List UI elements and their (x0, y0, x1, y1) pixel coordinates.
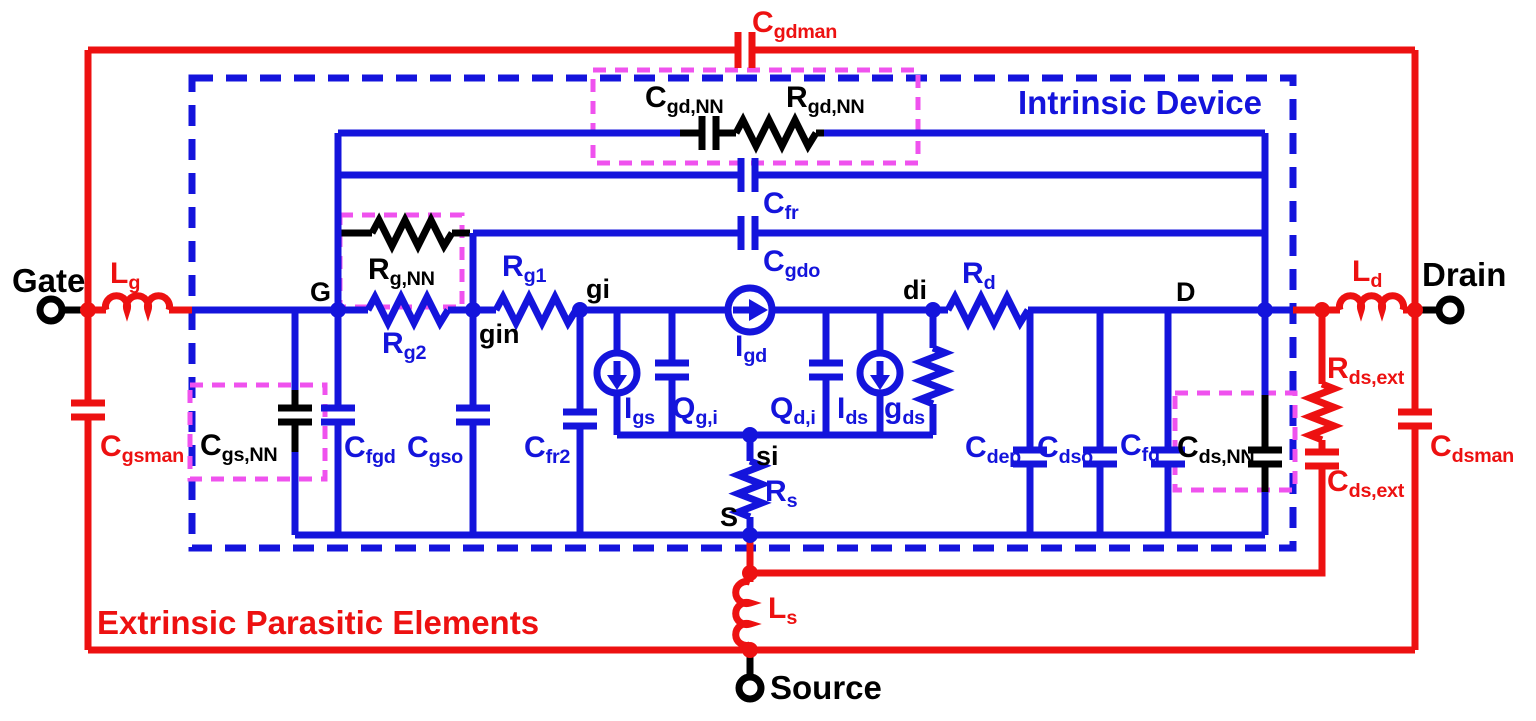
nn-network-elements (62, 116, 1439, 677)
source-terminal-port (735, 673, 765, 703)
label-cdsnn: Cds,NN (1177, 431, 1255, 468)
node-label-di: di (903, 275, 927, 305)
capacitor-qgi-symbol (655, 359, 689, 381)
label-ids: Ids (837, 392, 868, 429)
label-cdso: Cdso (1037, 431, 1093, 468)
resistor-rgnn-symbol (372, 220, 452, 246)
extrinsic-junction-dots (80, 302, 1423, 658)
capacitor-cdsman-symbol (1398, 408, 1432, 430)
node-d-dot (1257, 302, 1273, 318)
resistor-rgdnn-symbol (736, 120, 816, 146)
label-ls: Ls (768, 592, 798, 629)
nn-box-cgs (187, 382, 328, 482)
label-qdi: Qd,i (770, 392, 816, 429)
ls-bottom-junction-dot (742, 642, 758, 658)
node-label-si: si (756, 441, 779, 471)
label-cfgd: Cfgd (344, 431, 396, 468)
node-label-gi: gi (586, 274, 610, 304)
label-rgdnn: Rgd,NN (786, 81, 865, 118)
label-igs: Igs (624, 392, 655, 429)
label-ld: Ld (1352, 255, 1383, 292)
capacitor-cgsnn-symbol (278, 404, 312, 426)
capacitor-cdso-symbol (1083, 446, 1117, 468)
label-igd: Igd (735, 330, 767, 367)
terminal-label-drain: Drain (1422, 256, 1507, 293)
current-source-arrows (607, 299, 890, 390)
node-gi-dot (572, 302, 588, 318)
drain-junction-dot (1407, 302, 1423, 318)
capacitor-cdsnn-symbol (1248, 446, 1282, 468)
ids-arrow-head (870, 375, 890, 390)
label-rg2: Rg2 (382, 327, 427, 364)
node-s-dot (742, 527, 758, 543)
capacitor-cfgd-symbol (321, 404, 355, 426)
region-title-intrinsic: Intrinsic Device (1018, 84, 1262, 121)
resistor-rg2-symbol (368, 297, 448, 323)
label-gds: gds (884, 392, 925, 429)
label-cdep: Cdep (965, 431, 1021, 468)
node-g-dot (330, 302, 346, 318)
terminal-label-gate: Gate (12, 262, 86, 299)
capacitor-cgso-symbol (456, 404, 490, 426)
capacitor-cdep-symbol (1013, 446, 1047, 468)
label-rgnn: Rg,NN (368, 253, 435, 290)
label-cgsnn: Cgs,NN (200, 429, 278, 466)
capacitor-cgdman-symbol (734, 32, 756, 68)
label-cgso: Cgso (407, 431, 463, 468)
nn-box-cds (1172, 390, 1298, 493)
inductor-ld-symbol (1340, 296, 1404, 310)
label-cgdman: Cgdman (752, 6, 838, 43)
rdsext-junction-dot (1314, 302, 1330, 318)
label-cgdo: Cgdo (763, 245, 821, 282)
label-cdsext: Cds,ext (1327, 465, 1405, 502)
gate-junction-dot (80, 302, 96, 318)
node-label-g: G (310, 277, 332, 307)
label-rg1: Rg1 (502, 250, 547, 287)
inductor-lg-symbol (106, 296, 170, 310)
label-cfd: Cfd (1120, 429, 1160, 466)
region-title-extrinsic: Extrinsic Parasitic Elements (97, 604, 540, 641)
node-label-gin: gin (479, 319, 520, 349)
ls-top-junction-dot (742, 565, 758, 581)
drain-terminal-port (1435, 295, 1465, 325)
label-cfr: Cfr (763, 187, 799, 224)
capacitor-cdsext-symbol (1305, 448, 1339, 470)
label-cgsman: Cgsman (100, 430, 184, 467)
capacitor-cfr2-symbol (563, 408, 597, 430)
extrinsic-network (71, 32, 1432, 654)
label-cdsman: Cdsman (1430, 430, 1514, 467)
inductor-ls-symbol (736, 582, 750, 646)
node-gin-dot (465, 302, 481, 318)
node-si-dot (742, 427, 758, 443)
terminal-label-source: Source (770, 669, 882, 706)
label-qgi: Qg,i (672, 392, 718, 429)
label-lg: Lg (110, 257, 141, 294)
node-di-dot (925, 302, 941, 318)
gate-terminal-port (36, 295, 66, 325)
label-rs: Rs (765, 475, 798, 512)
capacitor-cgdo-symbol (737, 216, 759, 250)
capacitor-cgdnn-symbol (698, 116, 720, 150)
intrinsic-junction-dots (330, 302, 1273, 543)
node-label-d: D (1176, 277, 1196, 307)
igd-arrow-head (749, 299, 768, 321)
capacitor-cfd-symbol (1151, 446, 1185, 468)
capacitor-qdi-symbol (809, 359, 843, 381)
resistor-rd-symbol (948, 297, 1028, 323)
label-cfr2: Cfr2 (524, 431, 571, 468)
node-label-s: S (720, 502, 739, 532)
label-rdsext: Rds,ext (1327, 352, 1405, 389)
capacitor-cfr-symbol (737, 158, 759, 192)
capacitor-cgsman-symbol (71, 399, 105, 421)
igs-arrow-head (607, 375, 627, 390)
resistor-rdsext-symbol (1310, 384, 1334, 440)
label-cgdnn: Cgd,NN (645, 81, 724, 118)
terminals (36, 295, 1465, 703)
label-rd: Rd (962, 257, 996, 294)
